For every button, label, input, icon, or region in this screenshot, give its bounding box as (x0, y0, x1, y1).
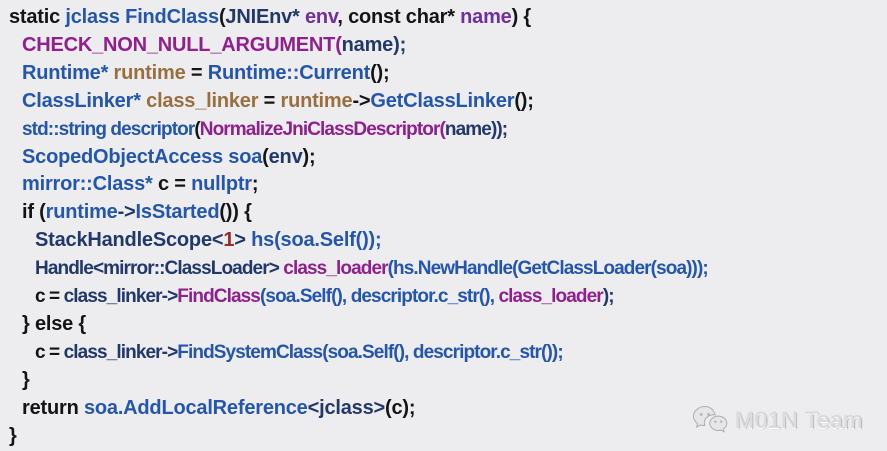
code-token: } (22, 368, 30, 391)
code-token: ClassLinker* (22, 89, 147, 112)
code-token: mirror::Class* (22, 173, 158, 196)
code-token: JNIEnv* (225, 6, 305, 28)
code-token: -> (117, 201, 136, 224)
code-token: (); (370, 61, 390, 84)
code-token: GetClassLinker (370, 89, 515, 112)
code-token: )); (490, 118, 508, 140)
code-token: NormalizeJniClassDescriptor( (199, 118, 446, 140)
code-token: name (460, 6, 512, 28)
code-token: } else { (22, 312, 87, 335)
code-token: ( (218, 6, 226, 28)
code-token: jclass (65, 6, 126, 28)
code-line: ScopedObjectAccess soa(env); (9, 144, 887, 172)
code-token: FindClass (125, 6, 219, 28)
code-line: CHECK_NON_NULL_ARGUMENT(name); (9, 32, 887, 60)
code-token: Runtime::Current (207, 61, 371, 84)
code-token: hs(soa.Self()); (251, 229, 382, 252)
code-line: } (9, 423, 887, 451)
code-token: = (258, 89, 281, 112)
code-token: (c); (384, 396, 416, 419)
code-token: = (44, 286, 64, 308)
code-token: ; (251, 173, 259, 196)
code-token: name (444, 118, 492, 140)
code-token: ) { (511, 6, 532, 28)
code-token: Handle<mirror::ClassLoader> (35, 258, 284, 280)
code-token: class_linker (146, 89, 259, 112)
code-token: std::string descriptor (22, 118, 195, 140)
code-line: Runtime* runtime = Runtime::Current(); (9, 60, 887, 88)
code-token: FindSystemClass (177, 341, 323, 363)
code-token: env (268, 145, 303, 168)
code-token: -> (161, 341, 179, 363)
code-token: } (9, 424, 17, 447)
code-line: c = class_linker->FindClass(soa.Self(), … (9, 283, 887, 311)
code-token: , const char* (337, 6, 461, 28)
code-token: soa.AddLocalReference (83, 396, 308, 419)
code-token: ( (194, 118, 200, 140)
code-token: return (22, 396, 84, 419)
code-token: FindClass (177, 286, 261, 308)
code-line: Handle<mirror::ClassLoader> class_loader… (9, 255, 887, 283)
code-token: ); (602, 286, 615, 308)
code-token: (soa.Self(), descriptor.c_str(), (259, 286, 499, 308)
code-token: class_linker (63, 341, 163, 363)
code-token: ScopedObjectAccess soa (22, 145, 263, 168)
code-line: static jclass FindClass(JNIEnv* env, con… (9, 4, 887, 32)
code-token: <jclass> (307, 396, 386, 419)
code-token: IsStarted (135, 201, 220, 224)
code-line: c = class_linker->FindSystemClass(soa.Se… (9, 339, 887, 367)
code-line: mirror::Class* c = nullptr; (9, 171, 887, 199)
code-token: (); (514, 89, 534, 112)
code-line: if (runtime->IsStarted()) { (9, 199, 887, 227)
code-token: ()) { (219, 201, 252, 224)
code-token: class_loader (283, 258, 388, 280)
code-token: = (44, 341, 64, 363)
code-token: ); (302, 145, 316, 168)
code-token: ( (262, 145, 269, 168)
code-token: CHECK_NON_NULL_ARGUMENT( (22, 33, 342, 56)
code-token: c (35, 286, 46, 308)
code-line: ClassLinker* class_linker = runtime->Get… (9, 88, 887, 116)
code-token: class_loader (498, 286, 603, 308)
code-token: name (341, 33, 394, 56)
code-line: std::string descriptor(NormalizeJniClass… (9, 116, 887, 144)
code-line: } (9, 367, 887, 395)
code-token: (hs.NewHandle(GetClassLoader(soa))); (387, 258, 709, 280)
code-line: } else { (9, 311, 887, 339)
code-token: c (35, 341, 46, 363)
code-line: return soa.AddLocalReference<jclass>(c); (9, 395, 887, 423)
code-token: StackHandleScope< (35, 229, 224, 252)
code-token: env (304, 6, 338, 28)
code-token: Runtime* (22, 61, 114, 84)
code-token: nullptr (191, 173, 252, 196)
code-token: static (9, 6, 66, 28)
code-token: runtime (45, 201, 118, 224)
code-token: -> (352, 89, 371, 112)
code-token: ); (393, 33, 407, 56)
code-token: runtime (280, 89, 353, 112)
code-line: StackHandleScope<1> hs(soa.Self()); (9, 227, 887, 255)
code-token: = (168, 173, 192, 196)
code-token: class_linker (63, 286, 163, 308)
code-token: (soa.Self(), descriptor.c_str()); (322, 341, 563, 363)
code-token: -> (161, 286, 179, 308)
code-token: c (157, 173, 169, 196)
code-token: > (234, 229, 246, 252)
code-token: 1 (223, 229, 235, 252)
code-token: runtime (113, 61, 186, 84)
code-token: = (185, 61, 208, 84)
code-token: if ( (22, 201, 46, 224)
